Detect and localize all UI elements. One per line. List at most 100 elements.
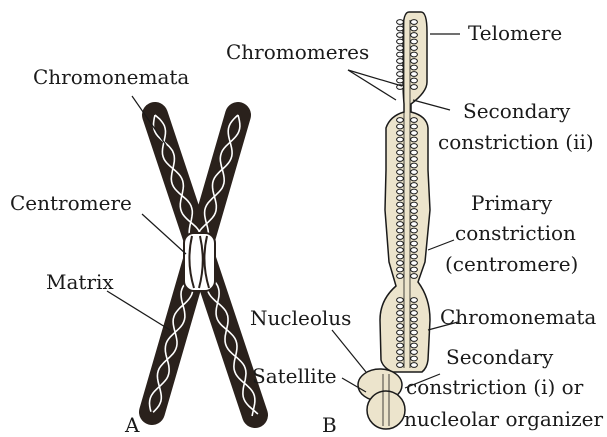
chromomere-bead xyxy=(397,215,404,220)
chromomere-bead xyxy=(397,189,404,194)
caption-a: A xyxy=(124,413,140,437)
chromomere-bead xyxy=(397,176,404,181)
figure-a: Chromonemata Centromere Matrix A xyxy=(10,65,258,437)
label-secondary-ii-line2: constriction (ii) xyxy=(438,130,594,154)
chromomere-bead xyxy=(411,304,418,309)
chromomere-bead xyxy=(411,235,418,240)
chromomere-bead xyxy=(397,78,404,83)
chromomere-bead xyxy=(411,228,418,233)
chromomere-bead xyxy=(397,222,404,227)
chromomere-bead xyxy=(411,343,418,348)
chromomere-bead xyxy=(411,65,418,70)
chromomere-bead xyxy=(411,46,418,51)
chromomere-bead xyxy=(411,215,418,220)
chromomere-bead xyxy=(397,118,404,123)
chromomere-bead xyxy=(397,26,404,31)
chromomere-bead xyxy=(397,157,404,162)
chromomere-bead xyxy=(411,170,418,175)
chromomere-bead xyxy=(411,267,418,272)
chromomere-bead xyxy=(411,163,418,168)
label-secondary-ii-line1: Secondary xyxy=(463,99,571,123)
chromomere-bead xyxy=(411,324,418,329)
label-secondary-i-line2: constriction (i) or xyxy=(406,375,584,399)
leader-primary xyxy=(428,240,454,250)
chromomere-bead xyxy=(397,324,404,329)
chromomere-bead xyxy=(397,267,404,272)
chromomere-bead xyxy=(411,311,418,316)
chromomere-bead xyxy=(397,163,404,168)
caption-b: B xyxy=(322,413,337,437)
label-matrix: Matrix xyxy=(46,270,114,294)
chromomere-bead xyxy=(411,363,418,368)
chromomere-bead xyxy=(397,317,404,322)
chromomere-bead xyxy=(411,356,418,361)
chromomere-bead xyxy=(397,304,404,309)
chromomere-bead xyxy=(411,124,418,129)
label-primary-line3: (centromere) xyxy=(445,252,578,276)
chromomere-bead xyxy=(397,33,404,38)
chromomere-bead xyxy=(411,298,418,303)
chromomere-bead xyxy=(411,202,418,207)
label-primary-line2: constriction xyxy=(455,221,576,245)
chromomere-bead xyxy=(411,137,418,142)
chromomere-bead xyxy=(411,254,418,259)
leader-chromomeres-2 xyxy=(348,70,396,100)
chromomere-bead xyxy=(411,330,418,335)
label-chromonemata-b: Chromonemata xyxy=(440,305,596,329)
chromomere-bead xyxy=(397,330,404,335)
chromomere-bead xyxy=(411,222,418,227)
chromomere-bead xyxy=(397,311,404,316)
chromomere-bead xyxy=(397,46,404,51)
chromomere-bead xyxy=(411,183,418,188)
chromomere-bead xyxy=(397,20,404,25)
leader-secondary-ii xyxy=(413,100,450,110)
label-centromere: Centromere xyxy=(10,191,132,215)
chromomere-bead xyxy=(397,363,404,368)
chromomere-bead xyxy=(411,78,418,83)
chromomere-bead xyxy=(411,26,418,31)
chromomere-bead xyxy=(411,39,418,44)
chromomere-bead xyxy=(397,196,404,201)
leader-nucleolus xyxy=(332,330,366,372)
label-chromomeres: Chromomeres xyxy=(226,40,369,64)
chromomere-bead xyxy=(397,183,404,188)
leader-matrix xyxy=(107,291,170,330)
chromomere-bead xyxy=(397,131,404,136)
chromomere-bead xyxy=(397,137,404,142)
chromomere-bead xyxy=(397,124,404,129)
chromomere-bead xyxy=(411,337,418,342)
label-telomere: Telomere xyxy=(468,21,562,45)
satellite xyxy=(367,391,405,429)
chromomere-bead xyxy=(397,235,404,240)
chromosome-body xyxy=(380,12,430,372)
chromomere-bead xyxy=(411,157,418,162)
chromomere-bead xyxy=(397,72,404,77)
chromomere-bead xyxy=(397,254,404,259)
chromomere-bead xyxy=(411,150,418,155)
chromomere-bead xyxy=(397,52,404,57)
chromomere-bead xyxy=(397,337,404,342)
chromomere-bead xyxy=(411,274,418,279)
chromomere-bead xyxy=(411,20,418,25)
chromomere-bead xyxy=(411,196,418,201)
leader-chromomeres-1 xyxy=(348,70,402,86)
chromomere-bead xyxy=(397,241,404,246)
chromomere-bead xyxy=(397,170,404,175)
chromomere-bead xyxy=(397,65,404,70)
chromomere-bead xyxy=(397,144,404,149)
chromomere-bead xyxy=(397,356,404,361)
chromomere-bead xyxy=(411,248,418,253)
chromomere-bead xyxy=(411,85,418,90)
label-secondary-i-line1: Secondary xyxy=(446,345,554,369)
chromomere-bead xyxy=(411,72,418,77)
chromomere-bead xyxy=(397,248,404,253)
chromomere-bead xyxy=(397,343,404,348)
chromomere-bead xyxy=(411,241,418,246)
label-chromonemata-a: Chromonemata xyxy=(33,65,189,89)
label-satellite: Satellite xyxy=(252,364,337,388)
chromomere-bead xyxy=(397,261,404,266)
label-nucleolus: Nucleolus xyxy=(250,306,351,330)
label-secondary-i-line3: nucleolar organizer xyxy=(404,407,603,431)
chromomere-bead xyxy=(411,33,418,38)
